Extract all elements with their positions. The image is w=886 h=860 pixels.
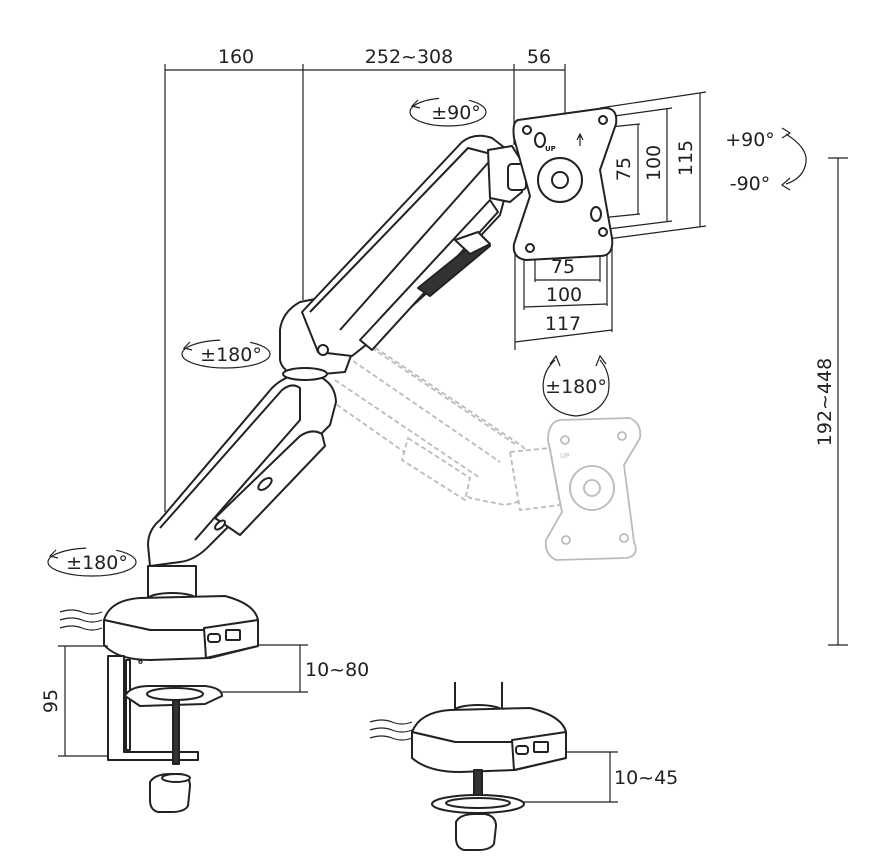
dim-95-label: 95 bbox=[40, 689, 62, 713]
clamp-dimensions: 95 10~80 bbox=[40, 644, 369, 757]
grommet-cable-2 bbox=[369, 727, 413, 733]
vesa-slot-br bbox=[590, 206, 602, 222]
rot-tilt-label: ±90° bbox=[431, 102, 481, 124]
cable-1 bbox=[59, 609, 103, 615]
vesa-100-v-label: 100 bbox=[643, 145, 665, 181]
ghost-tilt-head bbox=[509, 447, 561, 511]
ghost-vesa-hole-bl bbox=[561, 535, 571, 545]
vesa-117-h-label: 117 bbox=[545, 313, 581, 335]
vesa-75-v-label: 75 bbox=[613, 157, 635, 181]
lower-arm-slot bbox=[257, 477, 273, 491]
up-arrow-icon bbox=[576, 132, 584, 146]
usb-a-port-icon bbox=[225, 629, 241, 641]
ghost-vesa-hole-tr bbox=[617, 431, 627, 441]
up-mark: UP bbox=[545, 145, 556, 153]
rotation-portrait-90: +90° -90° bbox=[725, 127, 807, 195]
plate-swivel-arc bbox=[542, 359, 610, 417]
tilt-rotation-arc bbox=[409, 97, 487, 127]
clamp-knob bbox=[149, 773, 191, 813]
vesa-115-v-label: 115 bbox=[675, 140, 697, 176]
vesa-hole-tl bbox=[522, 125, 532, 135]
cable-2 bbox=[59, 617, 103, 623]
lower-arm-spine bbox=[159, 384, 301, 541]
ghost-up-mark: UP bbox=[560, 452, 569, 460]
usb-c-port-icon bbox=[207, 633, 221, 643]
grommet-plate-inner bbox=[445, 797, 511, 809]
portrait-rotation-arc bbox=[785, 133, 807, 185]
vesa-hole-tr bbox=[598, 115, 608, 125]
height-dimension: 192~448 bbox=[814, 157, 848, 646]
clamp-knob-top bbox=[161, 773, 191, 783]
top-dimensions: 160 252~308 56 bbox=[164, 46, 566, 512]
ghost-vesa-hole-tl bbox=[560, 435, 570, 445]
rot-plate-swivel-label: ±180° bbox=[545, 376, 607, 398]
dim-252-308-label: 252~308 bbox=[365, 46, 453, 68]
ghost-vesa-hole-br bbox=[619, 533, 629, 543]
base-assembly: θ bbox=[59, 565, 259, 813]
ghost-plate-center-hole bbox=[583, 479, 601, 497]
ghost-arm-position: UP bbox=[317, 311, 642, 561]
dim-10-80-label: 10~80 bbox=[305, 659, 369, 681]
elbow-collar bbox=[282, 367, 328, 381]
grommet-usb-c-port-icon bbox=[515, 745, 529, 755]
vesa-slot-tl bbox=[534, 132, 546, 148]
vesa-v-ext-top-outer bbox=[599, 91, 707, 109]
vesa-v-ext-bottom-outer bbox=[599, 225, 707, 241]
vesa-v-ext-bottom-mid bbox=[599, 220, 673, 231]
rot-minus-90-label: -90° bbox=[730, 173, 771, 195]
lower-arm-slot-2 bbox=[214, 519, 226, 531]
vesa-hole-bl bbox=[525, 243, 535, 253]
gas-spring-lever bbox=[454, 231, 491, 255]
clamp-glyph: θ bbox=[138, 658, 143, 666]
plate-swivel-arrow-right bbox=[595, 354, 607, 367]
rot-elbow-swivel-label: ±180° bbox=[200, 344, 262, 366]
dim-160-label: 160 bbox=[218, 46, 254, 68]
clamp-screw bbox=[172, 699, 180, 765]
vesa-117-h-line bbox=[514, 329, 613, 343]
vesa-hole-br bbox=[598, 227, 608, 237]
portrait-arrow-head-bottom bbox=[780, 177, 791, 191]
clamp-inner-rail bbox=[125, 659, 131, 751]
tilt-arrow-head bbox=[410, 99, 421, 109]
elbow-swivel-arrow-head bbox=[182, 341, 193, 351]
rot-base-swivel-label: ±180° bbox=[66, 552, 128, 574]
rotation-plate-swivel-180: ±180° bbox=[542, 354, 610, 417]
ghost-gas-spring bbox=[401, 437, 471, 501]
main-arm: UP bbox=[147, 107, 618, 567]
vesa-100-h-line bbox=[523, 303, 608, 308]
vesa-100-h-label: 100 bbox=[546, 284, 582, 306]
rotation-elbow-swivel-180: ±180° bbox=[181, 339, 271, 369]
dim-10-45-label: 10~45 bbox=[614, 767, 678, 789]
base-swivel-arc bbox=[47, 547, 137, 577]
rotation-tilt-90: ±90° bbox=[409, 97, 487, 127]
portrait-arrow-head-top bbox=[781, 127, 792, 139]
ghost-plate-center-ring bbox=[569, 465, 615, 511]
vesa-center-hole bbox=[551, 171, 569, 189]
rotation-base-swivel-180: ±180° bbox=[47, 547, 137, 577]
grommet-cable-1 bbox=[369, 719, 413, 725]
grommet-knob bbox=[455, 813, 497, 851]
plate-swivel-arrow-left bbox=[549, 354, 561, 367]
vesa-75-h-label: 75 bbox=[551, 256, 575, 278]
dim-192-448-label: 192~448 bbox=[814, 358, 836, 446]
grommet-usb-a-port-icon bbox=[533, 741, 549, 753]
elbow-swivel-arc bbox=[181, 339, 271, 369]
clamp-pad bbox=[146, 687, 204, 701]
ghost-vesa-plate bbox=[544, 417, 642, 561]
vesa-horizontal-dimensions: 75 100 117 bbox=[514, 240, 613, 350]
rot-plus-90-label: +90° bbox=[725, 129, 775, 151]
dim-56-label: 56 bbox=[527, 46, 551, 68]
cable-3 bbox=[59, 625, 103, 631]
c-clamp bbox=[107, 655, 199, 761]
base-swivel-arrow-head bbox=[48, 549, 59, 559]
grommet-base-assembly bbox=[369, 682, 567, 851]
grommet-dimensions: 10~45 bbox=[524, 751, 678, 803]
elbow-screw bbox=[317, 344, 329, 356]
upper-arm-top-edge bbox=[309, 147, 496, 331]
grommet-cable-3 bbox=[369, 735, 413, 741]
